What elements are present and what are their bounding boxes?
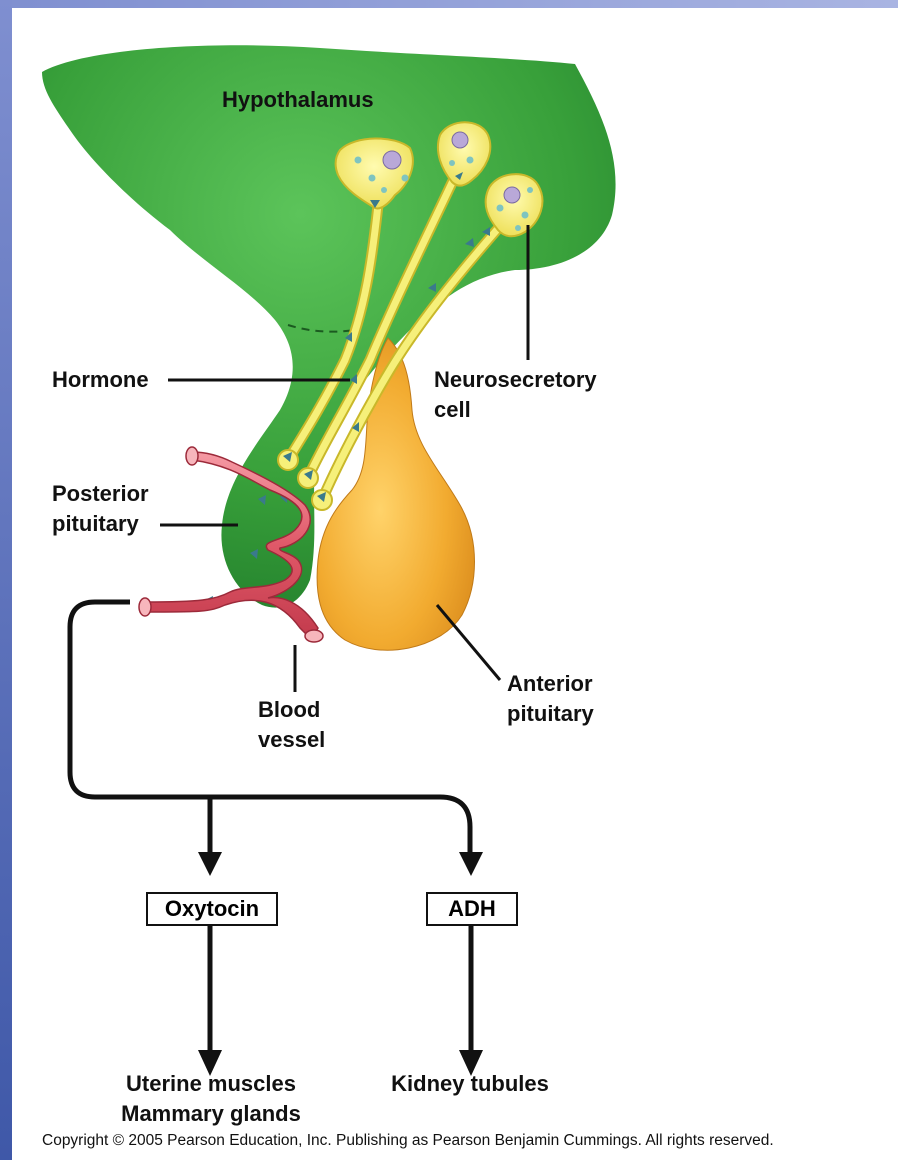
copyright-notice: Copyright © 2005 Pearson Education, Inc.… bbox=[42, 1132, 892, 1150]
target-uterine-muscles: Uterine muscles bbox=[100, 1070, 322, 1098]
oxytocin-box: Oxytocin bbox=[146, 892, 278, 926]
neurosecretory-label-line1: Neurosecretory bbox=[434, 366, 597, 394]
blood-vessel-label-line2: vessel bbox=[258, 726, 325, 754]
flow-arrows bbox=[70, 602, 471, 1052]
target-kidney-tubules: Kidney tubules bbox=[370, 1070, 570, 1098]
target-mammary-glands: Mammary glands bbox=[100, 1100, 322, 1128]
posterior-pituitary-label-line2: pituitary bbox=[52, 510, 139, 538]
hormone-label: Hormone bbox=[52, 366, 149, 394]
neurosecretory-label-line2: cell bbox=[434, 396, 471, 424]
blood-vessel-label-line1: Blood bbox=[258, 696, 320, 724]
hypothalamus-label: Hypothalamus bbox=[222, 86, 374, 114]
anterior-pituitary-label-line1: Anterior bbox=[507, 670, 593, 698]
posterior-pituitary-label-line1: Posterior bbox=[52, 480, 149, 508]
adh-box: ADH bbox=[426, 892, 518, 926]
arrow-heads bbox=[198, 852, 483, 1076]
anterior-pituitary-label-line2: pituitary bbox=[507, 700, 594, 728]
